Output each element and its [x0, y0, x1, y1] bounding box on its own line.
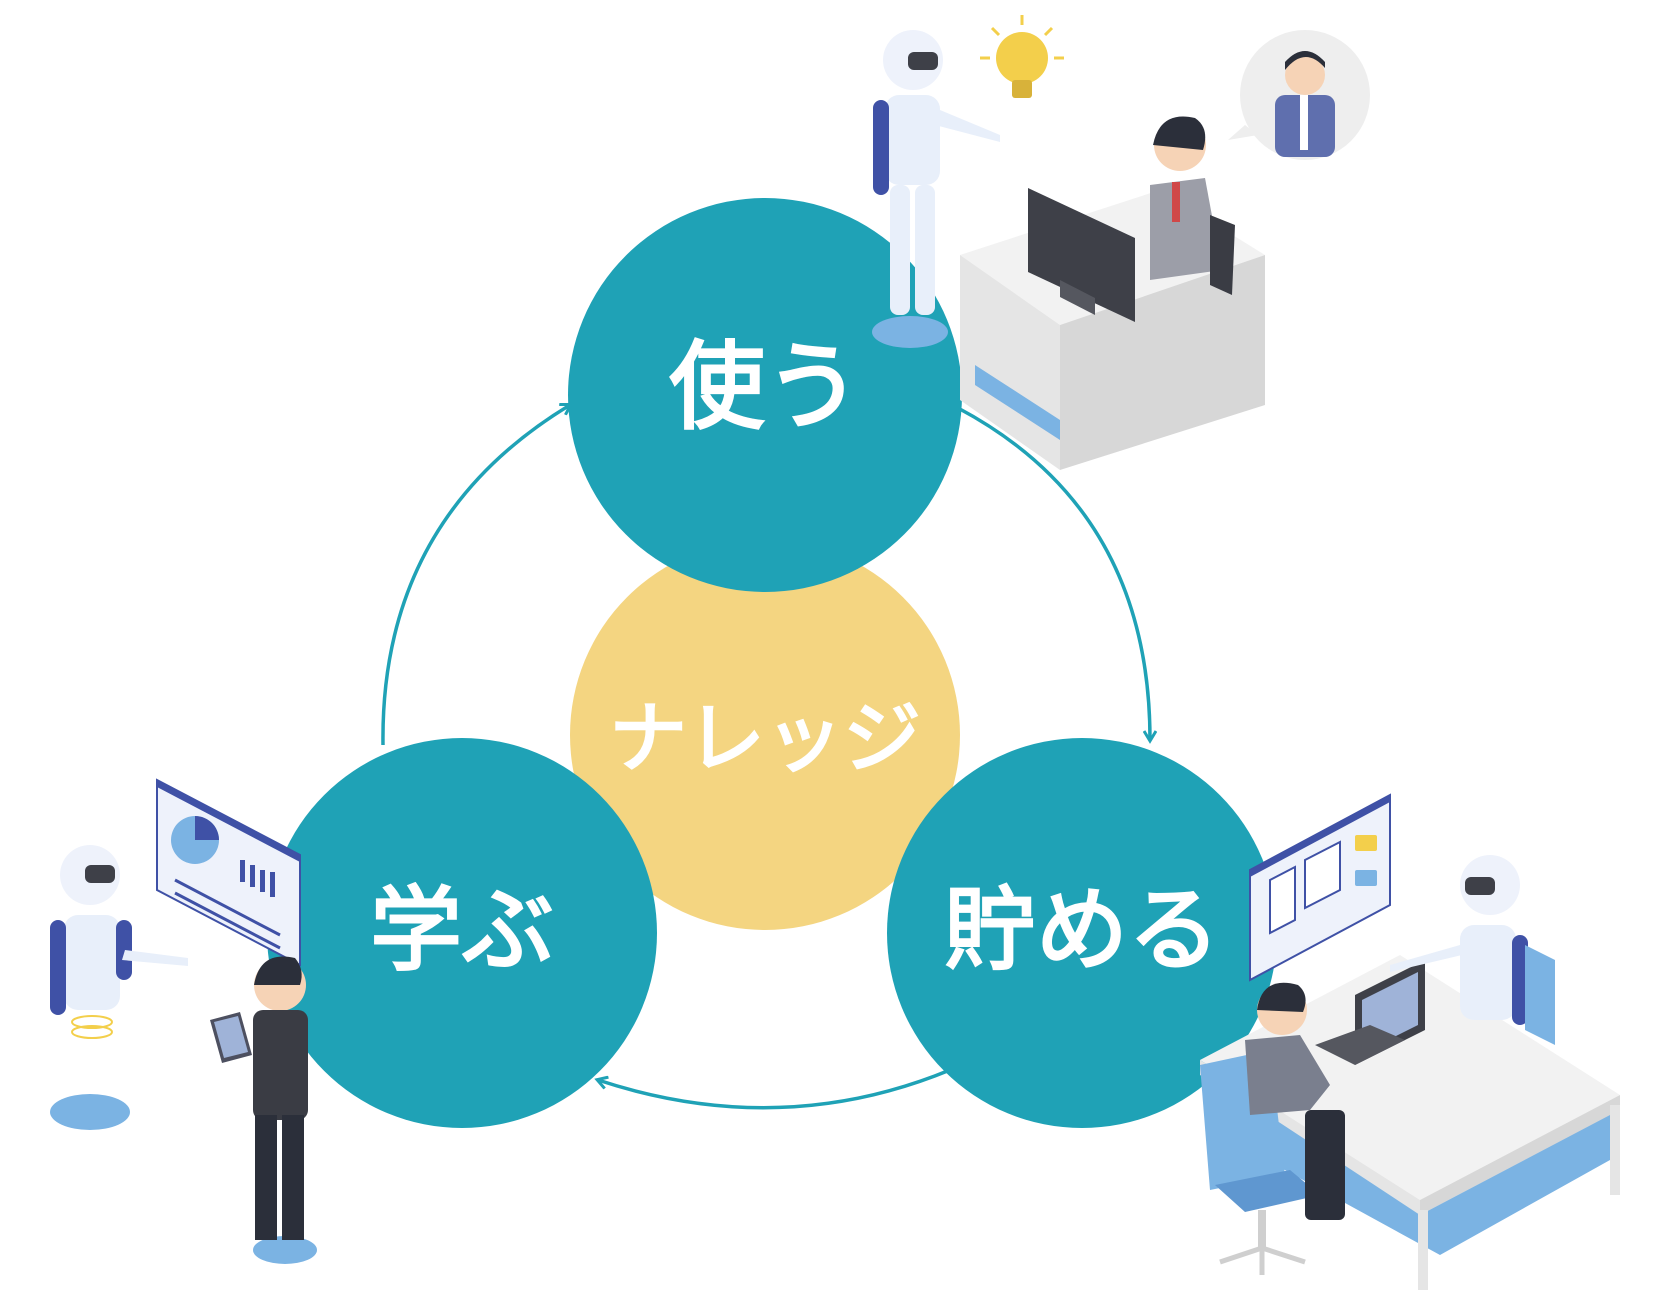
laptop-icon [1315, 960, 1425, 1065]
learn-scene [50, 778, 317, 1264]
monitor-icon [1028, 188, 1135, 322]
person-with-tablet-icon [210, 956, 317, 1264]
node-label-use: 使う [669, 331, 861, 443]
cycle-arrows [381, 405, 1150, 1110]
center-label: ナレッジ [609, 694, 921, 784]
robot-icon [872, 30, 1000, 348]
node-circle-learn [267, 738, 657, 1128]
arrow-learn-to-use [381, 405, 570, 746]
robot-icon [1390, 855, 1555, 1045]
diagram-circles [267, 198, 1277, 1128]
phone-caller-icon [1228, 30, 1370, 160]
lightbulb-icon [980, 15, 1064, 98]
node-circle-use [568, 198, 962, 592]
arrow-store-to-learn [598, 1068, 951, 1110]
robot-icon [50, 845, 188, 1130]
node-circle-store [887, 738, 1277, 1128]
worker-icon [1245, 982, 1345, 1220]
document-panel-icon [1249, 793, 1391, 982]
node-label-learn: 学ぶ [370, 877, 554, 984]
arrow-use-to-store [957, 406, 1150, 740]
chart-panel-icon [156, 778, 301, 967]
operator-icon [1150, 116, 1235, 295]
use-scene [872, 15, 1370, 470]
store-scene [1200, 793, 1620, 1290]
center-circle [570, 540, 960, 930]
node-label-store: 貯める [944, 877, 1220, 984]
